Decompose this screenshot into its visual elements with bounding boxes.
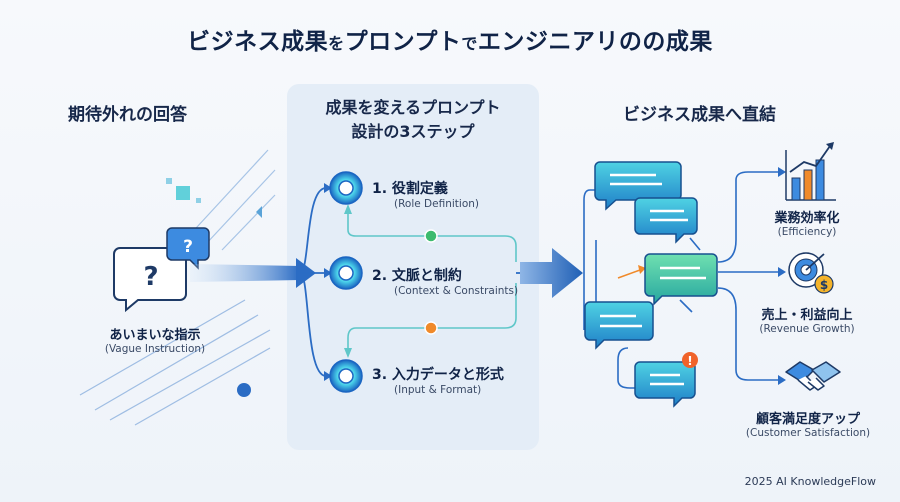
question-bubble-icon: ? ?: [113, 227, 210, 313]
steps-panel: [287, 84, 539, 450]
step-node-3: [329, 359, 363, 393]
branch-lines-left: [299, 187, 327, 377]
right-heading: ビジネス成果へ直結: [623, 105, 776, 125]
target-icon: [788, 252, 825, 288]
footer-credit: 2025 AI KnowledgeFlow: [744, 475, 876, 488]
svg-text:?: ?: [143, 262, 158, 292]
step-2: 2. 文脈と制約 (Context & Constraints): [372, 268, 519, 297]
chat-bubble-icon-5: [634, 361, 696, 408]
vague-instruction-label: あいまいな指示 (Vague Instruction): [104, 328, 206, 355]
svg-text:$: $: [820, 278, 828, 292]
outcome-efficiency: 業務効率化 (Efficiency): [774, 211, 840, 238]
input-arrow: [190, 264, 300, 282]
outcome-satisfaction: 顧客満足度アップ (Customer Satisfaction): [745, 412, 871, 439]
bar-chart-icon: [785, 142, 836, 201]
outcome-revenue: 売上・利益向上 (Revenue Growth): [759, 308, 855, 335]
chat-bubble-icon-4: [584, 301, 654, 350]
left-heading: 期待外れの回答: [68, 105, 187, 125]
alert-icon: !: [682, 352, 698, 368]
handshake-icon: [785, 361, 841, 391]
middle-heading: 成果を変えるプロンプト 設計の3ステップ: [325, 98, 501, 141]
speed-lines-bottom: [79, 299, 271, 426]
loop-node-orange: [424, 321, 438, 335]
step-3: 3. 入力データと形式 (Input & Format): [372, 367, 504, 396]
speed-lines-top: [184, 149, 276, 251]
output-arrow: [520, 248, 583, 298]
deco-dot: [237, 383, 251, 397]
page-title: ビジネス成果をプロンプトでエンジニアリのの成果: [187, 29, 713, 55]
svg-text:?: ?: [183, 237, 193, 257]
svg-text:!: !: [687, 354, 692, 368]
step-1: 1. 役割定義 (Role Definition): [372, 181, 479, 210]
loop-node-green: [424, 229, 438, 243]
chat-bubble-icon-2: [634, 197, 698, 244]
step-node-1: [329, 171, 363, 205]
coin-icon: $: [814, 274, 834, 294]
chat-bubble-icon-3: [644, 253, 718, 306]
step-node-2: [329, 256, 363, 290]
deco-square: [176, 186, 190, 200]
